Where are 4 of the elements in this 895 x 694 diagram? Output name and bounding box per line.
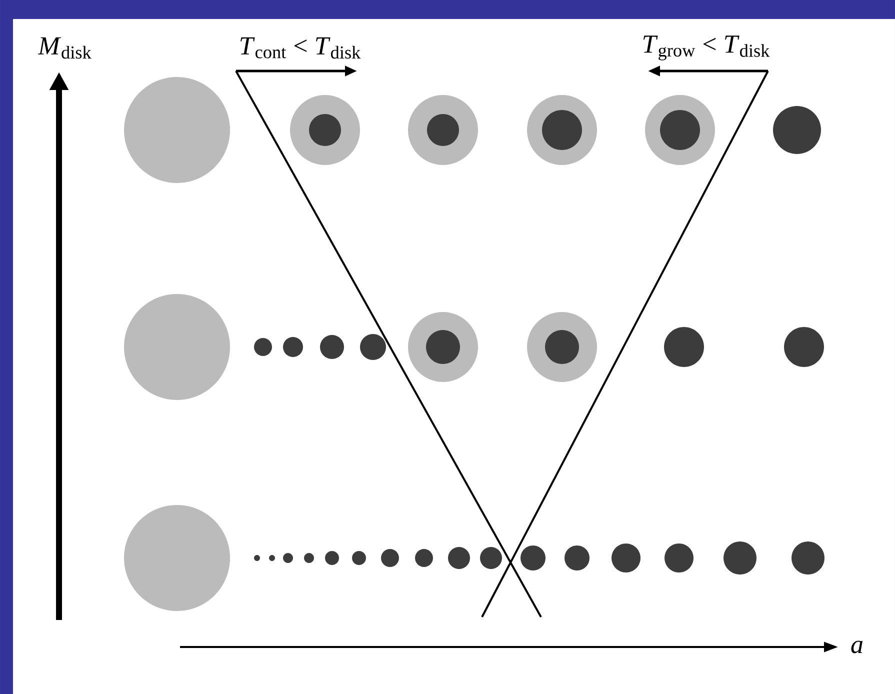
axis-label: T$_{cont}$ < T$_{disk}$ — [240, 37, 361, 59]
axis-label: T$_{grow}$ < T$_{disk}$ — [644, 36, 770, 60]
axis-label: a — [851, 640, 863, 654]
axis-label: M$_{disk}$ — [38, 37, 92, 59]
